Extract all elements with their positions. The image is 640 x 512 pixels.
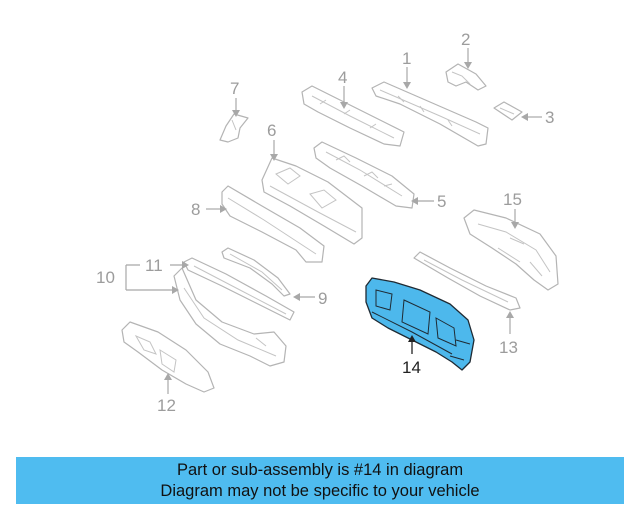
part-5-shape	[313, 141, 415, 209]
part-2-shape	[445, 63, 487, 91]
svg-text:7: 7	[230, 79, 239, 98]
svg-text:11: 11	[145, 256, 163, 275]
svg-text:9: 9	[318, 289, 327, 308]
svg-text:13: 13	[499, 338, 518, 357]
callout-1: 1	[402, 49, 411, 89]
part-3-shape	[493, 101, 523, 121]
info-banner: Part or sub-assembly is #14 in diagram D…	[16, 457, 624, 504]
callout-4: 4	[338, 68, 348, 109]
part-1-shape	[371, 81, 489, 147]
parts-diagram: 1 2 3 4 5	[96, 30, 559, 415]
part-14-highlighted	[365, 277, 475, 371]
part-6-shape	[261, 157, 363, 245]
part-15-shape	[463, 209, 559, 291]
part-9-shape	[221, 247, 291, 297]
svg-text:2: 2	[461, 30, 470, 49]
banner-line-1: Part or sub-assembly is #14 in diagram	[176, 461, 464, 479]
part-10-shape	[173, 267, 287, 367]
svg-text:6: 6	[267, 121, 276, 140]
callout-2: 2	[461, 30, 472, 69]
callout-15: 15	[503, 190, 522, 229]
callout-8: 8	[191, 200, 227, 219]
svg-text:15: 15	[503, 190, 522, 209]
svg-text:4: 4	[338, 68, 347, 87]
svg-text:8: 8	[191, 200, 200, 219]
svg-text:10: 10	[96, 268, 115, 287]
callout-7: 7	[230, 79, 240, 117]
part-11-shape	[183, 257, 295, 321]
part-4-shape	[301, 85, 405, 147]
part-13-shape	[413, 251, 521, 311]
svg-text:5: 5	[437, 192, 446, 211]
part-7-shape	[219, 113, 249, 143]
callout-3: 3	[521, 108, 554, 127]
callout-5: 5	[411, 192, 446, 211]
callout-14: 14	[402, 335, 421, 377]
callout-10-11: 10 11	[96, 256, 189, 294]
svg-text:12: 12	[157, 396, 176, 415]
callout-12: 12	[157, 373, 176, 415]
banner-line-2: Diagram may not be specific to your vehi…	[160, 482, 480, 500]
svg-text:3: 3	[545, 108, 554, 127]
svg-text:14: 14	[402, 358, 421, 377]
part-8-shape	[221, 185, 325, 263]
callout-13: 13	[499, 311, 518, 357]
part-12-shape	[121, 321, 215, 393]
callout-6: 6	[267, 121, 278, 161]
callout-9: 9	[293, 289, 327, 308]
svg-text:1: 1	[402, 49, 411, 68]
